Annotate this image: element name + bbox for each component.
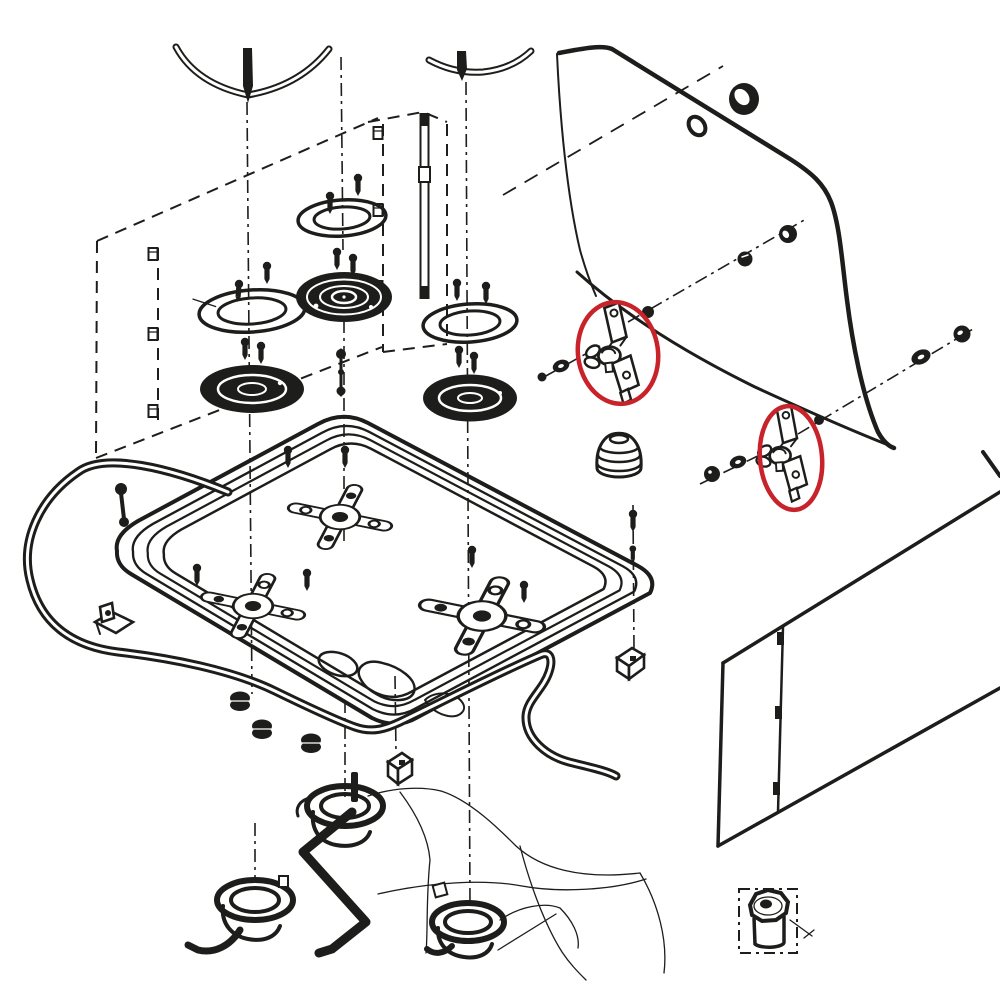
- pan-support-grate-left: [172, 43, 333, 103]
- lid-grommet: [729, 83, 759, 115]
- grate-finger: [457, 51, 467, 81]
- burner-head-middle: [296, 272, 392, 322]
- screw-head: [814, 415, 824, 425]
- hinge-bracket-dashed: [367, 110, 448, 353]
- grate-finger: [243, 48, 253, 103]
- burner-mounting-cross-3: [398, 563, 566, 669]
- pipe-bracket: [92, 601, 136, 635]
- burner-body-middle: [295, 772, 386, 848]
- screw-head: [704, 466, 720, 482]
- panel-clip: [777, 632, 784, 645]
- glass-lid: [502, 44, 897, 451]
- cable-clip: [614, 646, 647, 682]
- burner-mounting-cross-2: [183, 562, 323, 650]
- pan-support-grate-right: [425, 47, 535, 81]
- gas-supply-pipe: [22, 458, 621, 781]
- burner-cap-right: [423, 374, 517, 422]
- leader-fasteners: [552, 225, 971, 482]
- highlight-circle-2: [757, 403, 825, 513]
- valve2-leader: [797, 328, 974, 435]
- panel-clip: [773, 782, 780, 795]
- panel-clip: [775, 706, 782, 719]
- thumb-screw: [779, 225, 797, 243]
- left-long-screw: [115, 483, 129, 527]
- lid-leader-line: [502, 65, 724, 196]
- cable-clip: [385, 751, 415, 787]
- lid-hole: [686, 114, 708, 138]
- rear-panel: [716, 450, 1000, 848]
- nut: [737, 251, 753, 267]
- washer: [552, 359, 570, 373]
- mounting-nuts: [230, 691, 321, 753]
- panel-clip: [147, 404, 159, 418]
- burner-ring-middle: [296, 198, 388, 238]
- highlight-circle-1: [575, 299, 661, 407]
- highlight-circles: [575, 299, 825, 513]
- igniter-electrode: [336, 348, 346, 397]
- hob-top-tray: [114, 414, 655, 726]
- washer: [729, 455, 747, 469]
- panel-clip: [147, 247, 159, 261]
- tray-cutouts: [317, 650, 466, 718]
- gas-injector: [747, 887, 815, 949]
- burner-mounting-cross-1: [270, 473, 410, 561]
- panel-clip: [372, 126, 384, 140]
- rubber-bumper: [595, 431, 643, 479]
- screw-head: [953, 325, 971, 343]
- washer: [911, 349, 931, 365]
- burner-cap-left: [200, 365, 304, 413]
- burner-screws: [233, 173, 638, 564]
- burner-body-right: [424, 881, 507, 960]
- panel-clip: [147, 327, 159, 341]
- valve1-leader: [627, 218, 807, 323]
- side-panel-dashed: [95, 117, 383, 459]
- injector-leader: [789, 919, 813, 937]
- tray-rim: [114, 414, 655, 726]
- hinge-rod: [418, 113, 431, 299]
- burner-ring-right: [421, 302, 519, 344]
- burner-body-left: [184, 875, 296, 955]
- gas-manifold-pipe: [298, 807, 371, 958]
- wiring-sketch-lines: [367, 787, 666, 981]
